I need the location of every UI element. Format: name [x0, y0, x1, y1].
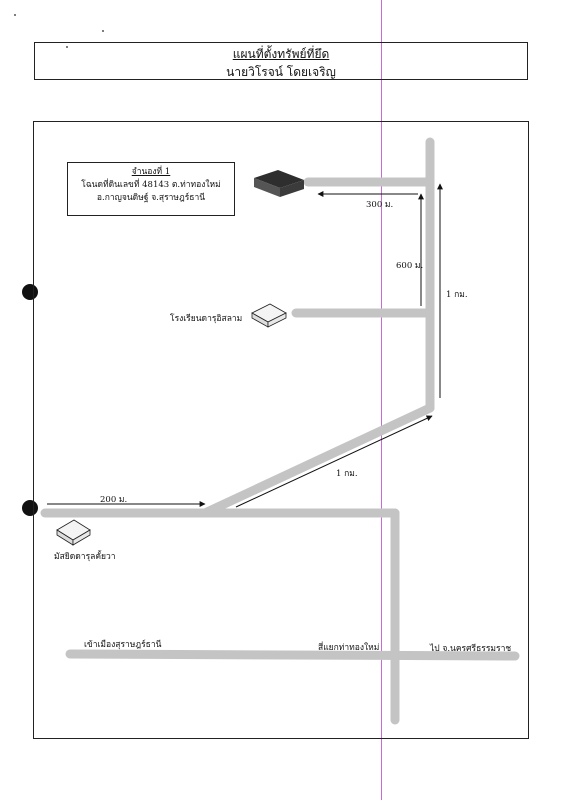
scan-speck	[14, 14, 16, 16]
school-label: โรงเรียนดารุอิสลาม	[170, 314, 243, 324]
mosque-label: มัสยิดดารุลคั้ยวา	[54, 552, 116, 562]
info-deed: โฉนดที่ดินเลขที่ 48143 ต.ท่าทองใหม่	[81, 180, 221, 190]
road-label-to-nakhon: ไป จ.นครศรีธรรมราช	[430, 644, 512, 654]
mosque-icon	[56, 519, 91, 546]
distance-200m: 200 ม.	[100, 495, 128, 505]
info-title: จำนองที่ 1	[131, 167, 171, 177]
distance-600m: 600 ม.	[396, 261, 424, 271]
owner-name: นายวิโรจน์ โดยเจริญ	[226, 65, 336, 79]
punch-hole-bottom	[22, 500, 38, 516]
road-label-junction: สี่แยกท่าทองใหม่	[318, 643, 380, 653]
road-highway	[65, 649, 520, 661]
map-title: แผนที่ตั้งทรัพย์ที่ยึด	[232, 47, 330, 61]
arrow-1km-diag	[235, 415, 433, 508]
road-diagonal	[200, 403, 435, 518]
info-location: อ.กาญจนดิษฐ์ จ.สุราษฎร์ธานี	[96, 193, 206, 203]
distance-1km-diag: 1 กม.	[336, 469, 358, 479]
scan-artifact-line	[381, 0, 382, 800]
map-frame	[33, 121, 529, 739]
road-label-to-surat: เข้าเมืองสุราษฎร์ธานี	[84, 640, 162, 650]
title-box: แผนที่ตั้งทรัพย์ที่ยึด นายวิโรจน์ โดยเจร…	[34, 42, 528, 80]
punch-hole-top	[22, 284, 38, 300]
scan-speck	[102, 30, 104, 32]
school-icon	[251, 303, 287, 328]
property-info-box: จำนองที่ 1 โฉนดที่ดินเลขที่ 48143 ต.ท่าท…	[67, 162, 235, 216]
road-network	[40, 137, 520, 725]
property-icon	[254, 170, 304, 197]
distance-1km-right: 1 กม.	[446, 290, 468, 300]
distance-300m: 300 ม.	[366, 200, 394, 210]
scan-speck	[66, 46, 68, 48]
